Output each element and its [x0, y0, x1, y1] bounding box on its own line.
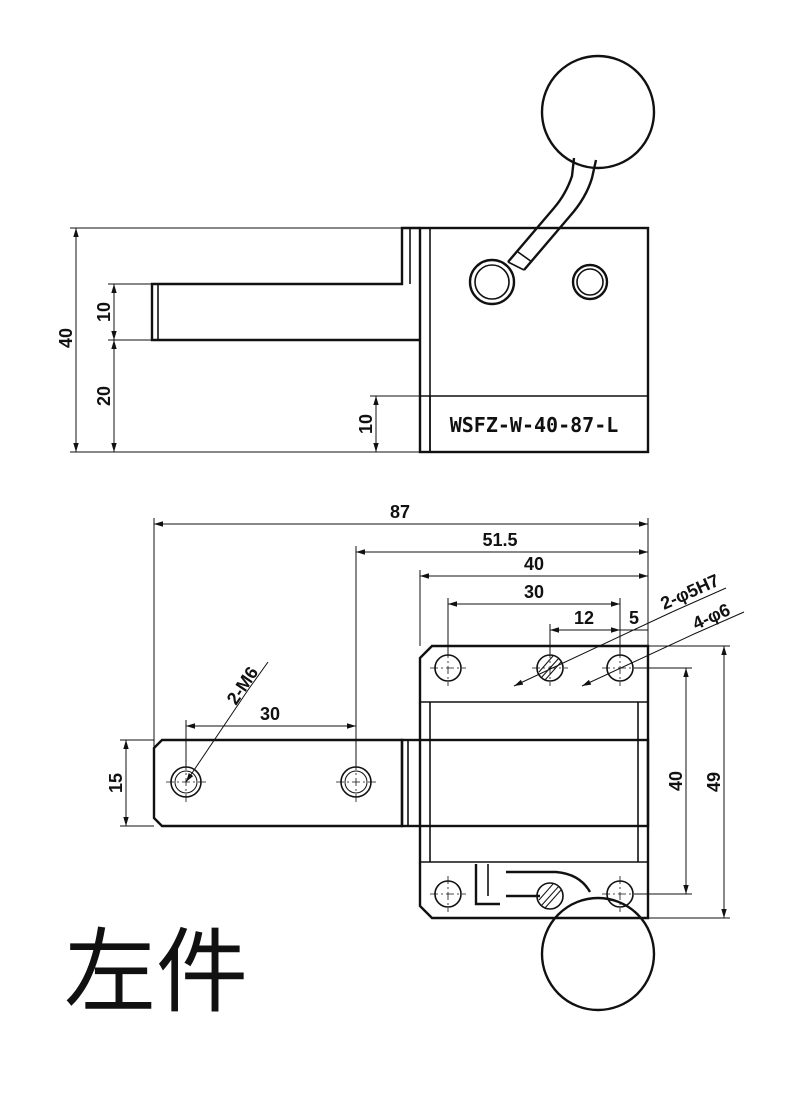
side-arm: [150, 226, 420, 342]
dim-51-5: 51.5: [355, 530, 648, 768]
dim-pin-offset: 20: [94, 386, 114, 406]
dim-overall-length: 87: [390, 502, 410, 522]
side-handle: [507, 54, 656, 271]
dim-pin-width: 15: [106, 773, 126, 793]
dim-12: 12: [549, 608, 620, 654]
callout-thread-text: 2-M6: [223, 663, 263, 708]
dim-15: 15: [106, 739, 154, 827]
dim-49: 49: [648, 645, 730, 919]
dim-pin-height: 10: [94, 302, 114, 322]
dim-body-height: 49: [704, 772, 724, 792]
dim-pin-hole-spacing: 30: [260, 704, 280, 724]
side-view: 40 10 20 10 WSFZ-W-40-87-L: [56, 54, 656, 454]
dim-5: 5: [620, 608, 648, 631]
top-body: [418, 644, 650, 920]
dim-edge-offset: 5: [629, 608, 639, 628]
part-number-label: WSFZ-W-40-87-L: [450, 413, 619, 437]
dowel-hole: [532, 650, 568, 686]
dim-handle-offset: 12: [574, 608, 594, 628]
dim-body-width: 40: [524, 554, 544, 574]
top-knob: [540, 896, 656, 1012]
thread-holes: [166, 762, 376, 802]
callout-thread: 2-M6: [185, 661, 269, 783]
caption-left-part: 左件: [64, 919, 248, 1026]
side-knob: [540, 54, 656, 170]
side-dim-40: 40: [56, 227, 420, 453]
dim-hole-spacing-top: 30: [524, 582, 544, 602]
side-dim-10-pin: 10: [94, 283, 152, 341]
dim-hole-spacing-vertical: 40: [666, 771, 686, 791]
top-handle: [474, 864, 656, 1012]
dim-overall-height: 40: [56, 328, 76, 348]
dim-30-top: 30: [447, 582, 621, 654]
dim-hole-to-end: 51.5: [482, 530, 517, 550]
top-arm: [152, 738, 404, 828]
dim-40-side: 40: [634, 667, 692, 895]
side-dim-20: 20: [94, 340, 117, 452]
dim-30-arm: 30: [185, 704, 356, 766]
dim-base-height: 10: [356, 414, 376, 434]
side-dim-10-base: 10: [356, 395, 420, 452]
dim-87: 87: [153, 502, 649, 748]
callout-mount-text: 4-φ6: [689, 600, 733, 634]
dim-40-top: 40: [419, 554, 648, 646]
